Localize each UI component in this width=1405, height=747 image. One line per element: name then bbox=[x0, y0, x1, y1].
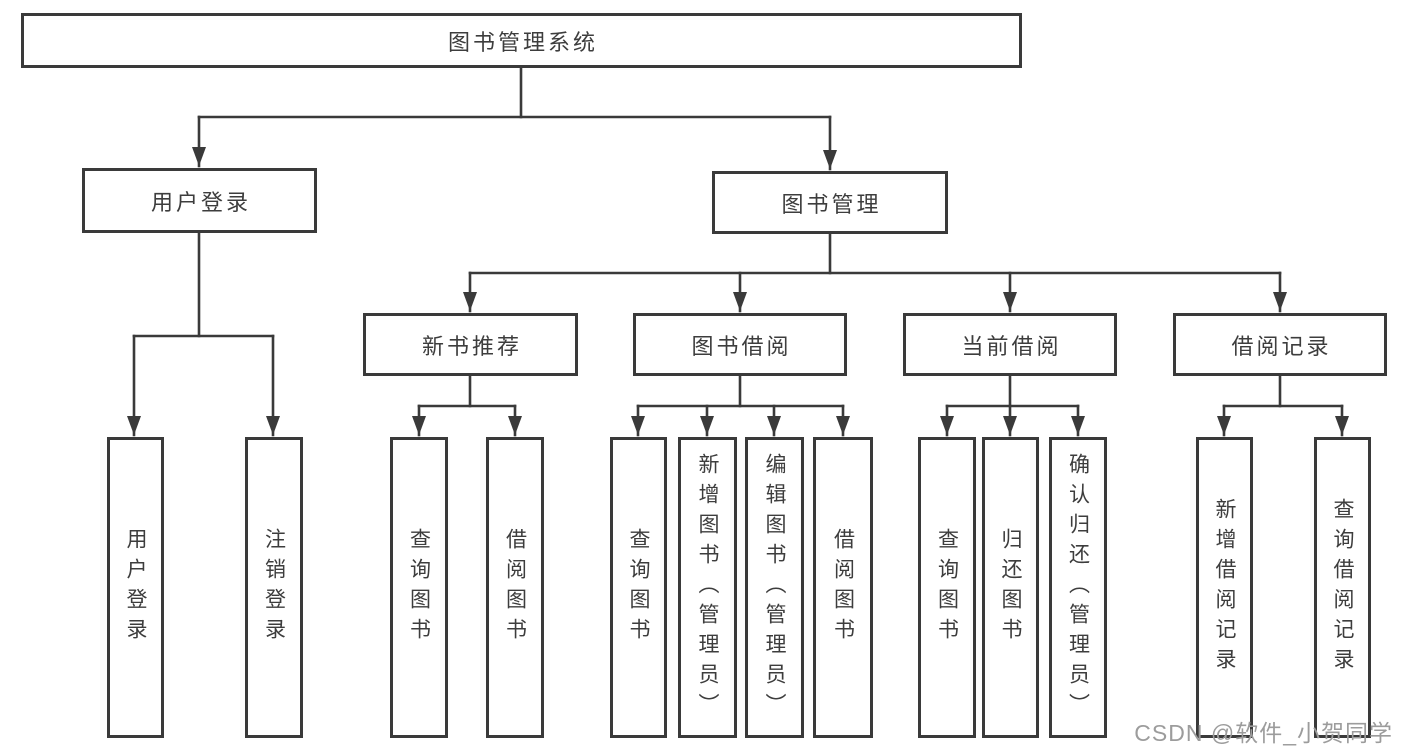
node-label: 新增借阅记录 bbox=[1213, 497, 1236, 678]
leaf-logout: 注销登录 bbox=[245, 437, 303, 738]
connector-book-borrow bbox=[631, 374, 850, 437]
node-label: 注销登录 bbox=[262, 527, 286, 648]
node-label: 借阅图书 bbox=[503, 527, 527, 648]
node-user-login: 用户登录 bbox=[82, 168, 317, 233]
node-label: 图书管理 bbox=[781, 191, 882, 217]
node-label: 新书推荐 bbox=[421, 333, 522, 359]
node-label: 归还图书 bbox=[999, 527, 1022, 648]
leaf-confirm-return-admin: 确认归还（管理员） bbox=[1049, 437, 1107, 738]
leaf-edit-book-admin: 编辑图书（管理员） bbox=[745, 437, 804, 738]
connector-new-book-recommend bbox=[412, 374, 522, 437]
node-label: 新增图书（管理员） bbox=[696, 452, 719, 723]
leaf-query-books-recommend: 查询图书 bbox=[390, 437, 448, 738]
node-label: 当前借阅 bbox=[961, 333, 1062, 359]
connector-user-login bbox=[127, 231, 280, 437]
connector-root bbox=[192, 66, 837, 171]
leaf-add-borrow-record: 新增借阅记录 bbox=[1196, 437, 1253, 738]
leaf-return-book: 归还图书 bbox=[982, 437, 1039, 738]
leaf-user-login: 用户登录 bbox=[107, 437, 164, 738]
node-label: 确认归还（管理员） bbox=[1066, 452, 1090, 723]
watermark: CSDN @软件_小贺同学 bbox=[1134, 720, 1393, 746]
leaf-borrow-books: 借阅图书 bbox=[813, 437, 873, 738]
node-label: 查询借阅记录 bbox=[1331, 497, 1354, 678]
node-label: 图书管理系统 bbox=[447, 29, 598, 55]
node-new-book-recommend: 新书推荐 bbox=[363, 313, 578, 376]
node-label: 借阅图书 bbox=[831, 527, 855, 648]
node-label: 借阅记录 bbox=[1231, 333, 1332, 359]
node-label: 用户登录 bbox=[124, 527, 147, 648]
node-current-borrow: 当前借阅 bbox=[903, 313, 1117, 376]
connector-book-management bbox=[463, 232, 1287, 313]
leaf-query-books-current: 查询图书 bbox=[918, 437, 976, 738]
leaf-query-borrow-record: 查询借阅记录 bbox=[1314, 437, 1371, 738]
node-label: 编辑图书（管理员） bbox=[763, 452, 786, 723]
node-label: 查询图书 bbox=[627, 527, 650, 648]
node-label: 查询图书 bbox=[407, 527, 431, 648]
leaf-add-book-admin: 新增图书（管理员） bbox=[678, 437, 737, 738]
leaf-query-books-borrow: 查询图书 bbox=[610, 437, 667, 738]
node-book-management: 图书管理 bbox=[712, 171, 948, 234]
node-label: 查询图书 bbox=[935, 527, 959, 648]
node-label: 图书借阅 bbox=[691, 333, 792, 359]
connector-current-borrow bbox=[940, 374, 1085, 437]
node-label: 用户登录 bbox=[150, 189, 251, 215]
node-book-borrow: 图书借阅 bbox=[633, 313, 847, 376]
node-library-management-system: 图书管理系统 bbox=[21, 13, 1022, 68]
connector-borrow-records bbox=[1217, 374, 1349, 437]
node-borrow-records: 借阅记录 bbox=[1173, 313, 1387, 376]
leaf-borrow-books-recommend: 借阅图书 bbox=[486, 437, 544, 738]
